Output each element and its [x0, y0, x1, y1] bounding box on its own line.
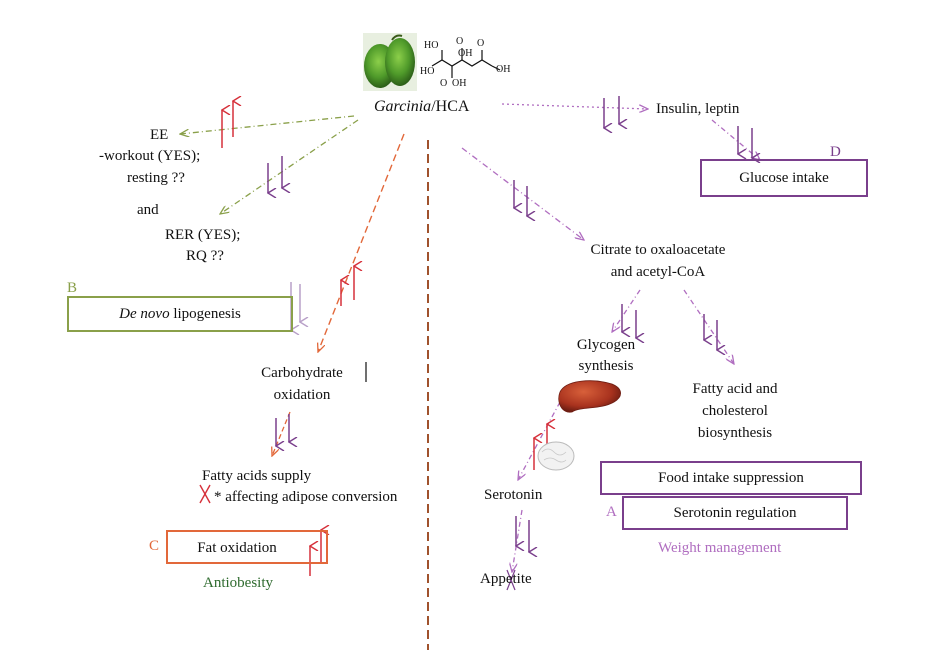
- ee-label: EE: [150, 127, 169, 143]
- fruit-icon: [363, 33, 417, 91]
- insulin-label: Insulin, leptin: [656, 101, 740, 117]
- fatty-supply-label: Fatty acids supply: [202, 468, 312, 484]
- fat-oxidation-box: Fat oxidation: [166, 530, 328, 564]
- glucose-label: Glucose intake: [739, 170, 829, 186]
- molecule-label: O: [440, 78, 448, 89]
- brain-icon: [537, 441, 575, 471]
- section-label-d: D: [830, 144, 841, 160]
- rer-label: RER (YES);: [165, 227, 241, 243]
- fatty-acid-label-line3: biosynthesis: [697, 425, 773, 441]
- molecule-label: OH: [458, 48, 473, 59]
- liver-icon: [558, 380, 621, 413]
- carb-label-line1: Carbohydrate: [261, 365, 343, 381]
- rq-label: RQ ??: [186, 248, 224, 264]
- affecting-label: * affecting adipose conversion: [214, 489, 398, 505]
- serotonin-regulation-box: Serotonin regulation: [622, 496, 848, 530]
- resting-label: resting ??: [127, 170, 185, 186]
- glycogen-label-line1: Glycogen: [576, 337, 636, 353]
- antiobesity-label: Antiobesity: [203, 575, 273, 591]
- hca-title-rest: /HCA: [431, 98, 470, 115]
- glucose-box: Glucose intake: [700, 159, 868, 197]
- weight-management-label: Weight management: [658, 540, 782, 556]
- carb-label-line2: oxidation: [273, 387, 331, 403]
- dnl-italic: De novo: [119, 306, 170, 322]
- fatty-acid-label-line1: Fatty acid and: [692, 381, 778, 397]
- dnl-label: De novo lipogenesis: [69, 305, 291, 324]
- glycogen-label-line2: synthesis: [578, 358, 634, 374]
- dnl-box: De novo lipogenesis: [67, 296, 293, 332]
- section-label-b: B: [67, 280, 78, 296]
- molecule-label: O: [456, 36, 464, 47]
- food-intake-label: Food intake suppression: [658, 470, 804, 486]
- section-label-a: A: [606, 504, 617, 520]
- fat-oxidation-label: Fat oxidation: [197, 540, 277, 556]
- dnl-rest: lipogenesis: [169, 306, 241, 322]
- and-label: and: [137, 202, 159, 218]
- molecule-label: OH: [496, 64, 511, 75]
- citrate-label-line2: and acetyl-CoA: [610, 264, 706, 280]
- molecule-label: HO: [420, 66, 435, 77]
- appetite-cross-icon: [506, 569, 516, 591]
- citrate-label-line1: Citrate to oxaloacetate: [590, 242, 726, 258]
- serotonin-label: Serotonin: [484, 487, 543, 503]
- molecule-label: O: [477, 38, 485, 49]
- appetite-label: Appetite: [480, 571, 532, 587]
- molecule-label: HO: [424, 40, 439, 51]
- hca-title: Garcinia/HCA: [374, 97, 469, 116]
- workout-label: -workout (YES);: [99, 148, 201, 164]
- fatty-acid-label-line2: cholesterol: [702, 403, 768, 419]
- cross-marker-icon: [199, 484, 211, 504]
- hca-title-italic: Garcinia: [374, 98, 432, 115]
- food-intake-box: Food intake suppression: [600, 461, 862, 495]
- molecule-icon: [431, 48, 501, 78]
- section-label-c: C: [149, 538, 160, 554]
- serotonin-regulation-label: Serotonin regulation: [673, 505, 797, 521]
- molecule-label: OH: [452, 78, 467, 89]
